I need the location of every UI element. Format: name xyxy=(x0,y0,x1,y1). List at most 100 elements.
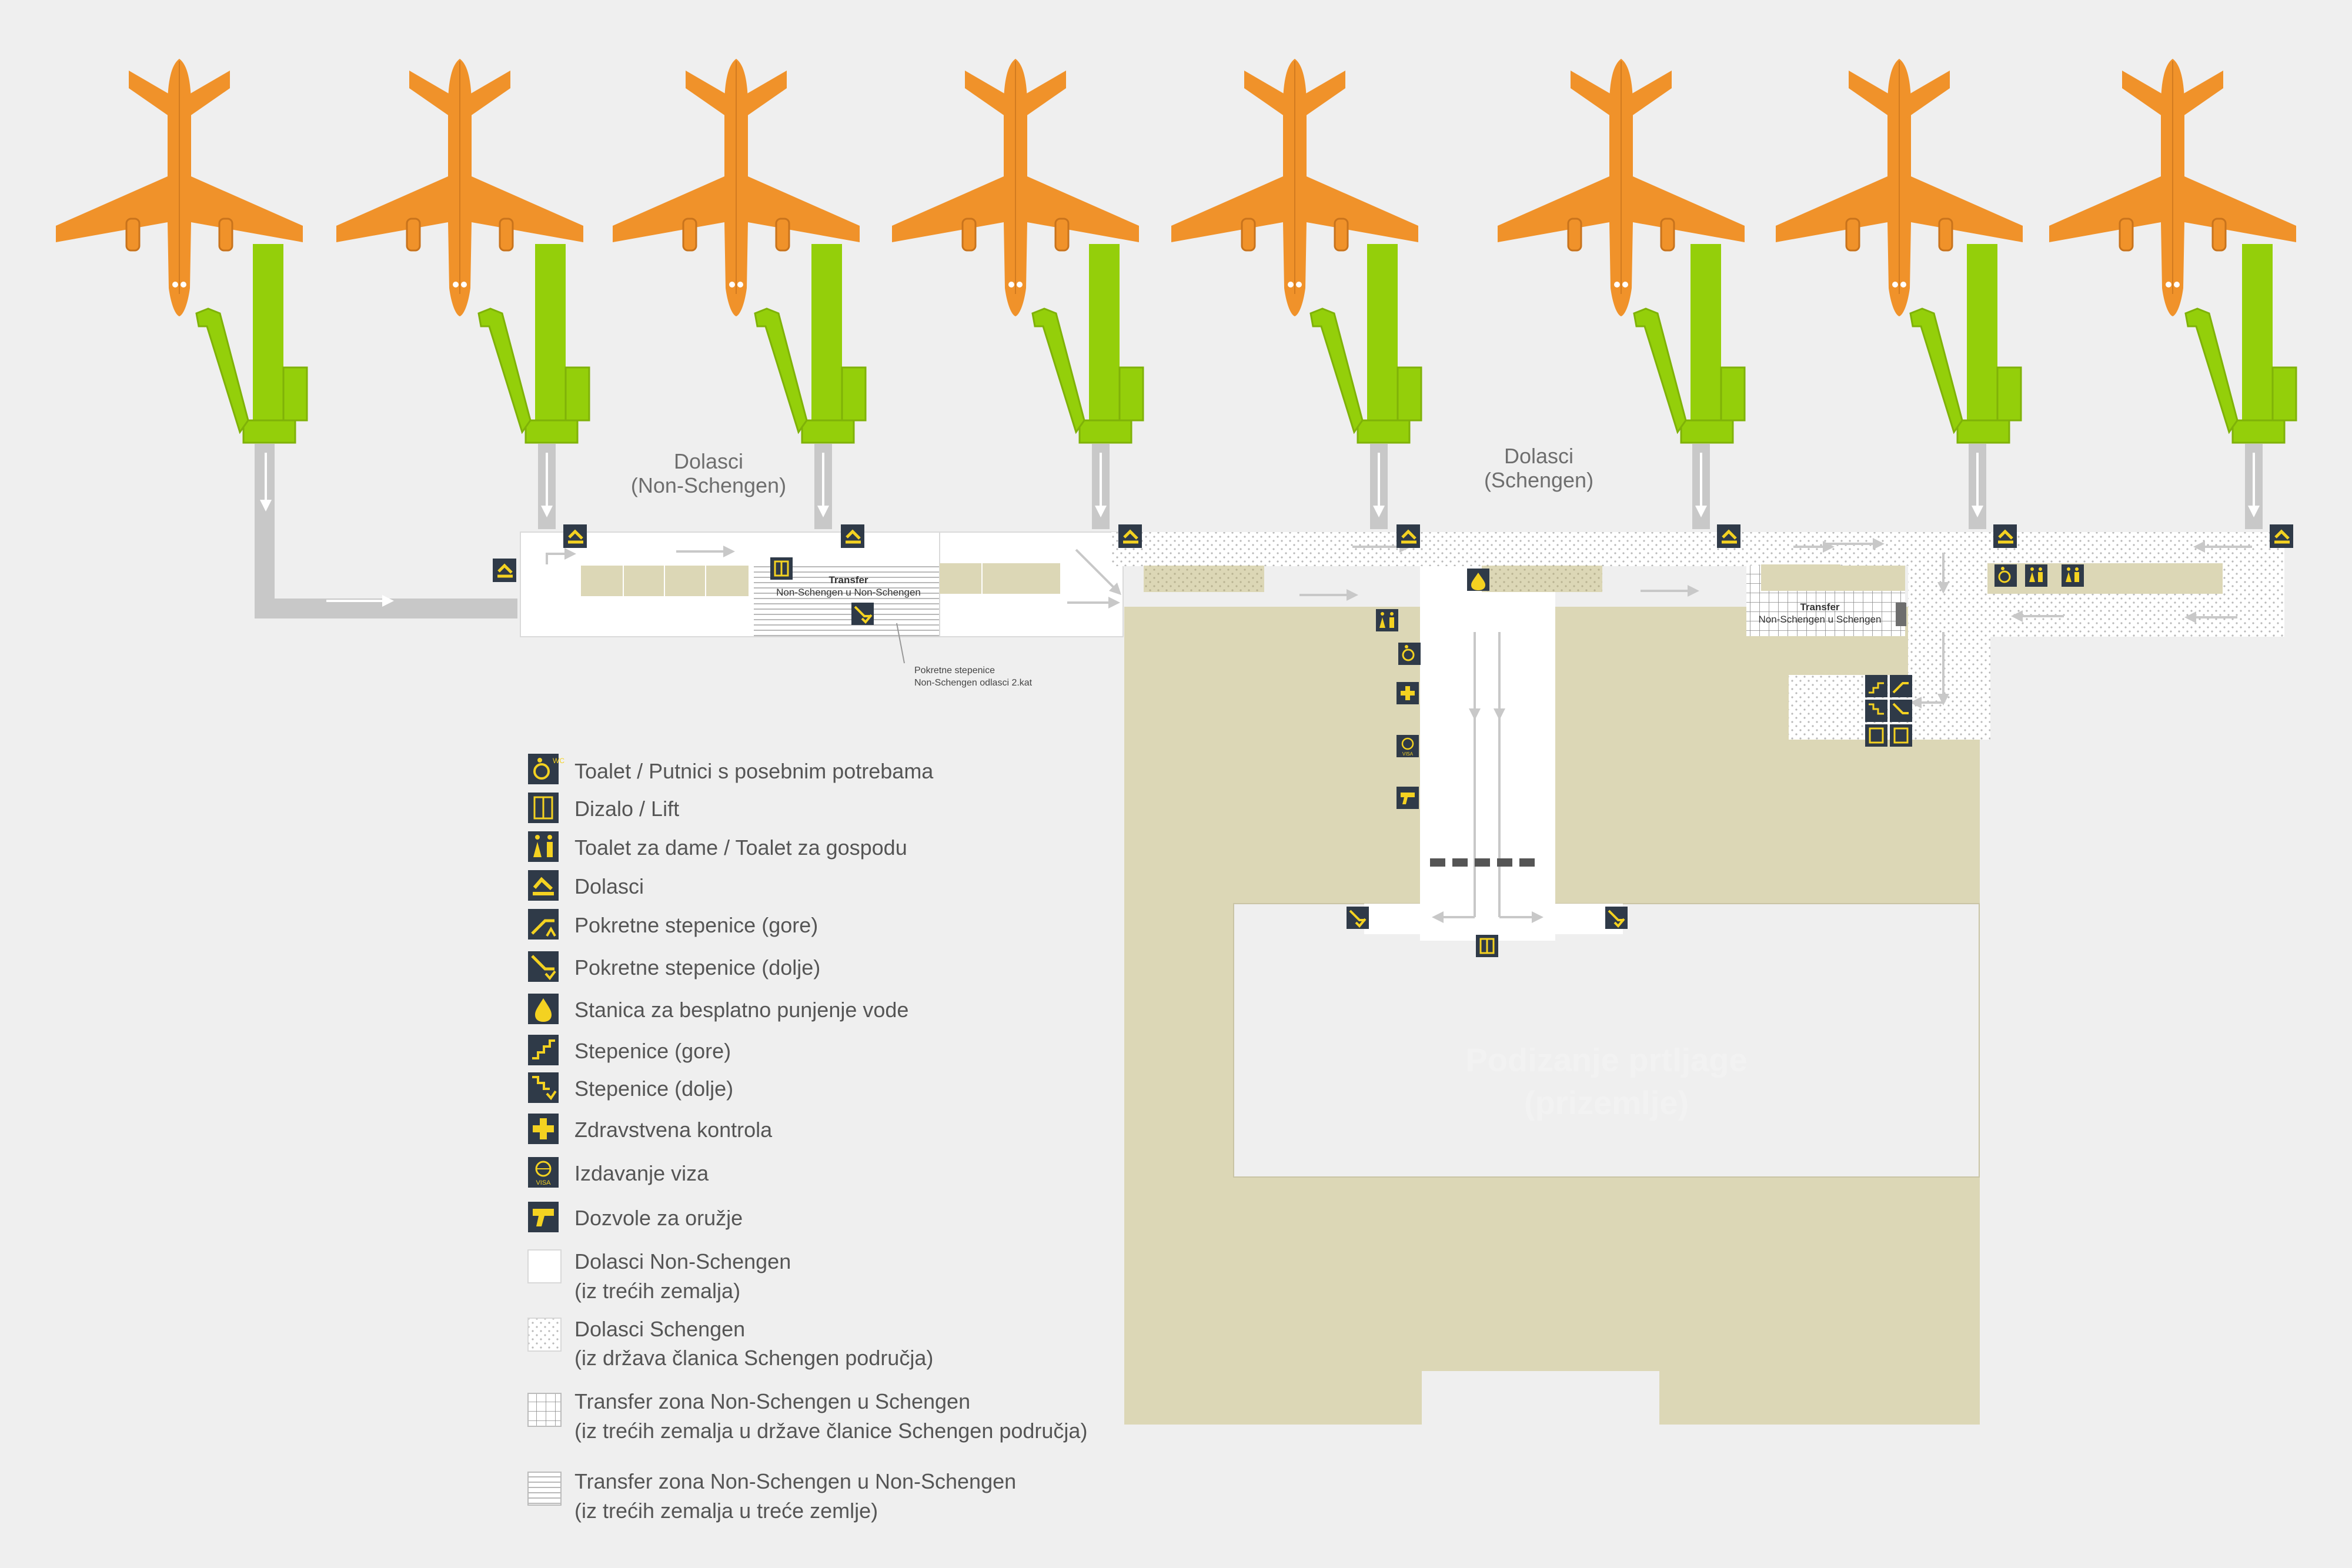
legend-label: Toalet / Putnici s posebnim potrebama xyxy=(574,759,934,783)
toilet-women-men-icon xyxy=(1376,609,1398,631)
toilet-disabled-icon: WC xyxy=(528,754,564,784)
visa-icon: VISA xyxy=(1396,735,1419,757)
legend-item: Dizalo / Lift xyxy=(528,793,679,823)
baggage-claim-title: Podizanje prtljage xyxy=(1465,1041,1747,1078)
swatch-schengen xyxy=(527,1318,562,1352)
legend-item: Dozvole za oružje xyxy=(528,1202,743,1232)
legend: WC Toalet / Putnici s posebnim potrebama… xyxy=(527,754,1087,1523)
toilet-men-icon xyxy=(2062,564,2084,587)
water-refill-icon xyxy=(528,994,559,1024)
legend-label-sub: (iz država članica Schengen područja) xyxy=(574,1346,933,1370)
legend-label-sub: (iz trećih zemalja u treće zemlje) xyxy=(574,1499,878,1523)
arrivals-icon xyxy=(493,559,516,582)
jetbridge xyxy=(477,243,590,444)
arrivals-icon xyxy=(1396,524,1420,548)
label-schengen-sub: (Schengen) xyxy=(1484,468,1593,492)
jetbridge-row xyxy=(195,243,2297,444)
legend-label: Stanica za besplatno punjenje vode xyxy=(574,998,908,1022)
elevator-icon xyxy=(1865,724,1887,747)
legend-label: Zdravstvena kontrola xyxy=(574,1118,773,1142)
escalator-up-icon xyxy=(1890,675,1912,697)
elevator-icon xyxy=(770,557,793,580)
legend-label: Toalet za dame / Toalet za gospodu xyxy=(574,835,907,860)
legend-label: Pokretne stepenice (gore) xyxy=(574,913,818,937)
escalator-down-icon xyxy=(1605,907,1628,929)
legend-label: Dolasci xyxy=(574,874,644,898)
legend-item: Pokretne stepenice (gore) xyxy=(528,909,818,940)
escalator-up-icon xyxy=(528,909,559,940)
jetbridge xyxy=(754,243,867,444)
visa-icon: VISA xyxy=(528,1157,559,1188)
transfer-nn-title: Transfer xyxy=(828,574,868,586)
svg-text:VISA: VISA xyxy=(1402,751,1414,757)
elevator-icon xyxy=(1476,935,1498,957)
legend-label: Dizalo / Lift xyxy=(574,797,679,821)
label-nonschengen-sub: (Non-Schengen) xyxy=(631,473,786,497)
jetbridge xyxy=(1031,243,1144,444)
legend-label: Stepenice (dolje) xyxy=(574,1076,733,1101)
legend-label: Pokretne stepenice (dolje) xyxy=(574,955,820,979)
jetbridge xyxy=(1633,243,1746,444)
central-corridor xyxy=(1364,564,1623,941)
svg-text:WC: WC xyxy=(553,757,564,765)
walkway-arrows xyxy=(255,444,2263,618)
escalator-note-sub: Non-Schengen odlasci 2.kat xyxy=(914,678,1033,688)
jetbridge xyxy=(1309,243,1422,444)
legend-item: WC Toalet / Putnici s posebnim potrebama xyxy=(528,754,934,784)
svg-text:VISA: VISA xyxy=(536,1179,551,1186)
escalator-down-icon xyxy=(851,603,874,625)
transfer-ns-title: Transfer xyxy=(1800,601,1839,613)
transfer-ns-zone xyxy=(1746,564,1906,636)
label-schengen-title: Dolasci xyxy=(1504,444,1573,468)
gun-permit-icon xyxy=(528,1202,559,1232)
toilet-women-men-icon xyxy=(528,831,559,862)
map-icons: VISA xyxy=(493,524,2293,957)
arrivals-icon xyxy=(1717,524,1740,548)
jetbridge xyxy=(1909,243,2022,444)
toilet-disabled-icon xyxy=(1398,643,1421,665)
baggage-claim-sub: (prizemlje) xyxy=(1524,1084,1689,1121)
stairs-up-icon xyxy=(1865,675,1887,697)
nonschengen-corridor xyxy=(520,531,1124,637)
legend-label: Transfer zona Non-Schengen u Schengen xyxy=(574,1389,970,1413)
legend-item: Zdravstvena kontrola xyxy=(528,1114,773,1144)
stairs-down-icon xyxy=(1865,700,1887,722)
legend-item: VISA Izdavanje viza xyxy=(528,1157,709,1188)
legend-item: Stepenice (dolje) xyxy=(528,1072,733,1103)
map-labels: Dolasci (Non-Schengen) Dolasci (Schengen… xyxy=(631,444,1882,1121)
legend-item: Toalet za dame / Toalet za gospodu xyxy=(528,831,907,862)
transfer-nn-sub: Non-Schengen u Non-Schengen xyxy=(776,587,921,598)
arrivals-icon xyxy=(2270,524,2293,548)
escalator-down-icon xyxy=(1347,907,1369,929)
elevator-icon xyxy=(1890,724,1912,747)
swatch-transfer-nn xyxy=(527,1472,562,1506)
escalator-down-icon xyxy=(528,951,559,982)
transfer-ns-sub: Non-Schengen u Schengen xyxy=(1759,614,1882,625)
arrivals-icon xyxy=(1118,524,1142,548)
legend-label: Transfer zona Non-Schengen u Non-Schenge… xyxy=(574,1469,1016,1493)
legend-item: Dolasci Schengen (iz država članica Sche… xyxy=(527,1317,933,1370)
legend-item: Pokretne stepenice (dolje) xyxy=(528,951,820,982)
stairs-up-icon xyxy=(528,1035,559,1065)
water-refill-icon xyxy=(1467,569,1489,591)
label-nonschengen-title: Dolasci xyxy=(674,449,743,473)
legend-label: Dolasci Non-Schengen xyxy=(574,1249,791,1273)
toilet-women-icon xyxy=(2025,564,2047,587)
jetbridge xyxy=(195,243,308,444)
escalator-down-icon xyxy=(1890,700,1912,722)
arrivals-icon xyxy=(1993,524,2017,548)
health-control-icon xyxy=(528,1114,559,1144)
aircraft-row xyxy=(55,58,2297,317)
jetbridge xyxy=(2184,243,2297,444)
legend-label-sub: (iz trećih zemalja u države članice Sche… xyxy=(574,1419,1087,1443)
legend-label-sub: (iz trećih zemalja) xyxy=(574,1279,740,1303)
stairs-down-icon xyxy=(528,1072,559,1103)
gun-permit-icon xyxy=(1396,787,1419,809)
legend-label: Dozvole za oružje xyxy=(574,1206,743,1230)
legend-item: Dolasci Non-Schengen (iz trećih zemalja) xyxy=(527,1249,791,1303)
escalator-note-title: Pokretne stepenice xyxy=(914,666,995,676)
legend-item: Stepenice (gore) xyxy=(528,1035,731,1065)
schengen-east-zone xyxy=(1789,532,2284,740)
arrivals-icon xyxy=(841,524,864,548)
